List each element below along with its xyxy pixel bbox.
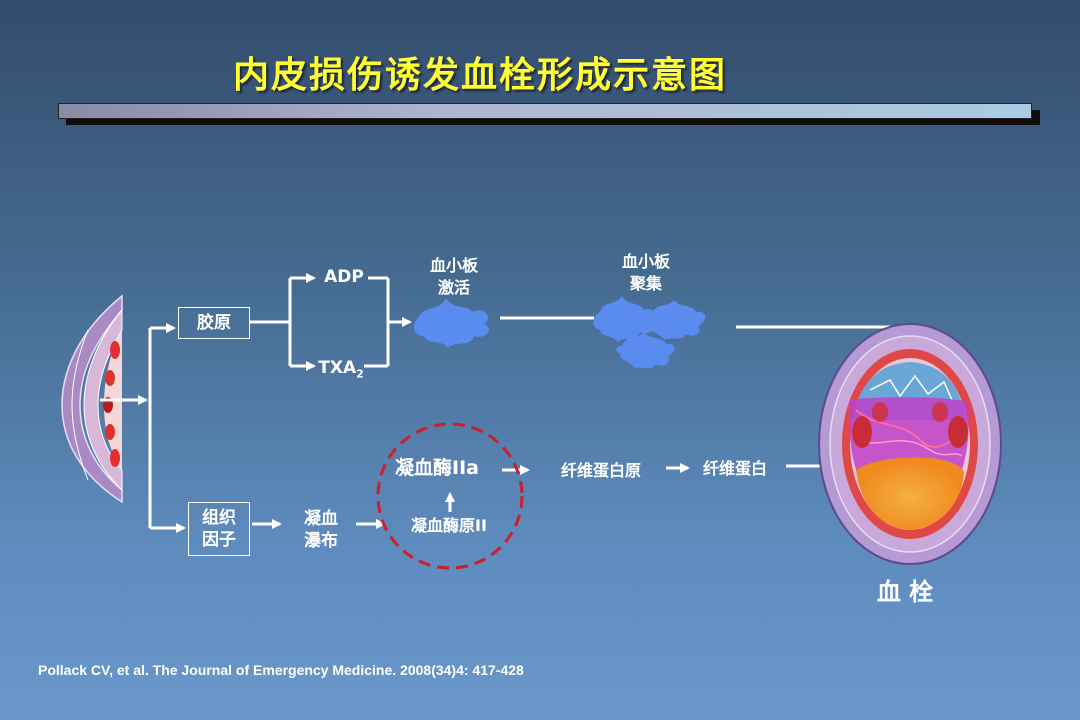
platelet-activation-label: 血小板 激活 xyxy=(416,255,492,299)
prothrombin-label: 凝血酶原II xyxy=(411,516,487,535)
coagulation-cascade-line2: 瀑布 xyxy=(304,531,338,551)
tissue-factor-line1: 组织 xyxy=(202,508,236,528)
platelet-aggregation-line2: 聚集 xyxy=(629,274,662,293)
aggregated-platelets-icon xyxy=(593,296,706,369)
title-bar xyxy=(58,103,1032,119)
tissue-factor-box: 组织 因子 xyxy=(188,502,250,556)
txa2-label: TXA2 xyxy=(314,357,368,385)
platelet-aggregation-label: 血小板 聚集 xyxy=(608,251,684,295)
fibrinogen-label: 纤维蛋白原 xyxy=(560,461,641,480)
tissue-factor-line2: 因子 xyxy=(202,530,236,550)
branch-lines xyxy=(100,273,903,533)
activated-platelet-icon xyxy=(414,298,490,348)
fibrin-label: 纤维蛋白 xyxy=(702,459,767,478)
txa-text: TXA xyxy=(318,358,357,378)
coagulation-cascade-label: 凝血 瀑布 xyxy=(288,508,354,552)
platelet-aggregation-line1: 血小板 xyxy=(621,252,670,271)
coagulation-cascade-line1: 凝血 xyxy=(304,509,338,529)
platelet-activation-line1: 血小板 xyxy=(429,256,478,275)
thrombin-dashed-circle xyxy=(376,422,524,570)
thrombin-label: 凝血酶IIa xyxy=(395,457,479,479)
vessel-wall-image xyxy=(61,294,123,504)
page-title: 内皮损伤诱发血栓形成示意图 xyxy=(232,55,727,96)
txa-subscript: 2 xyxy=(356,367,364,381)
citation: Pollack CV, et al. The Journal of Emerge… xyxy=(38,662,524,678)
thrombus-image xyxy=(818,323,1002,565)
thrombus-label: 血 栓 xyxy=(876,578,934,606)
platelet-activation-line2: 激活 xyxy=(437,278,470,297)
collagen-box: 胶原 xyxy=(178,307,250,339)
adp-label: ADP xyxy=(324,267,364,287)
